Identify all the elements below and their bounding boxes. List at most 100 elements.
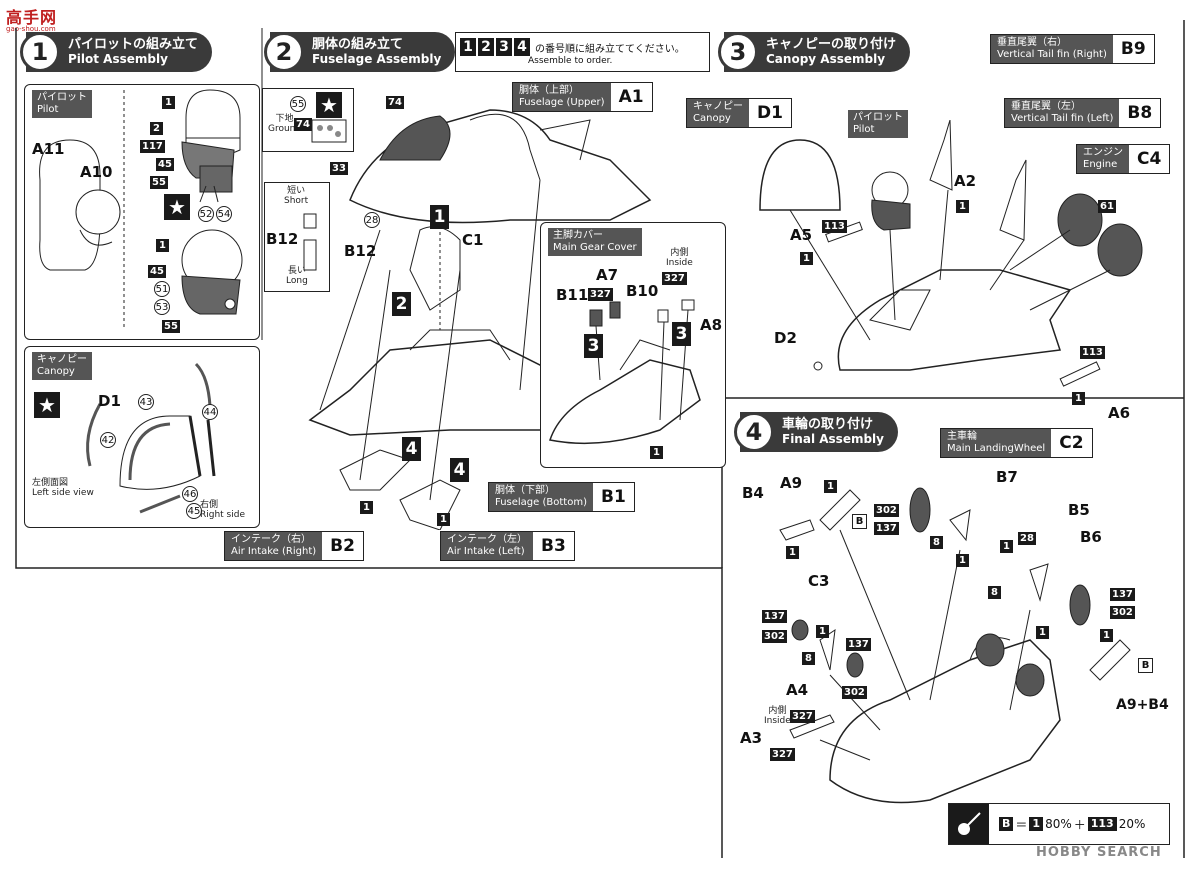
paint-plus: ＋ [1073,817,1086,832]
color-code: 28 [1018,532,1036,545]
color-code: 45 [156,158,174,171]
intake-right-callout: インテーク（右）Air Intake (Right) B2 [224,531,364,561]
part-B4: B4 [742,484,764,502]
part-A11: A11 [32,140,65,158]
site-logo-url: gao-shou.com [6,25,56,33]
step-badge: 4 [450,458,469,482]
part-B9: B9 [1120,39,1146,59]
step-2-title: 2 胴体の組み立て Fuselage Assembly [264,32,456,72]
part-B2: B2 [330,536,355,556]
star-icon: ★ [34,392,60,418]
color-code: 302 [762,630,787,643]
color-code: 327 [770,748,795,761]
color-code: 74 [386,96,404,109]
color-code: 137 [1110,588,1135,601]
color-code: 8 [988,586,1001,599]
color-code: 1 [1036,626,1049,639]
step-badge: 3 [672,322,691,346]
part-A3: A3 [740,729,763,747]
part-B10: B10 [626,282,659,300]
step-3-title-en: Canopy Assembly [766,52,886,66]
color-circle: 52 [198,206,214,222]
part-A7: A7 [596,266,619,284]
part-A5: A5 [790,226,813,244]
pilot-drawing [39,89,243,330]
color-code: 327 [662,272,687,285]
hobby-search-watermark: HOBBY SEARCH [1036,845,1162,860]
order-number: 2 [478,38,494,56]
step-1-title-en: Pilot Assembly [68,52,168,66]
color-code: 1 [816,625,829,638]
color-code: 327 [790,710,815,723]
color-code: B [1138,658,1153,673]
intake-left-callout: インテーク（左）Air Intake (Left) B3 [440,531,575,561]
color-code: 61 [1098,200,1116,213]
color-code: 33 [330,162,348,175]
step-4-title: 4 車輪の取り付け Final Assembly [734,412,898,452]
color-code: 137 [846,638,871,651]
part-A9: A9 [780,474,803,492]
color-code: 55 [150,176,168,189]
color-code: 137 [874,522,899,535]
color-code: 302 [874,504,899,517]
ground-detail [311,119,347,143]
color-code: 1 [1000,540,1013,553]
paint-equals: ＝ [1015,817,1028,832]
paint-mix-formula: B ＝ 1 80% ＋ 113 20% [948,803,1170,845]
color-code: 1 [360,501,373,514]
part-C2: C2 [1059,433,1084,453]
color-code: 1 [650,446,663,459]
color-circle: 44 [202,404,218,420]
color-code: 1 [437,513,450,526]
color-circle: 43 [138,394,154,410]
paint-code: 113 [1087,817,1117,831]
order-note-jp: の番号順に組み立ててください。 [535,43,685,55]
color-code: 1 [800,252,813,265]
color-code: 1 [162,96,175,109]
color-code: 1 [786,546,799,559]
canopy-assembly-drawing [759,120,1143,387]
color-code: 302 [842,686,867,699]
part-B12: B12 [344,242,377,260]
color-code: 2 [150,122,163,135]
order-note-en: Assemble to order. [528,56,613,66]
color-code: 1 [1072,392,1085,405]
color-circle: 51 [154,281,170,297]
b12-pins [303,213,317,271]
color-code: 117 [140,140,165,153]
b12-length-guide [264,182,330,292]
color-code: 113 [1080,346,1105,359]
color-circle: 42 [100,432,116,448]
part-C3: C3 [808,572,830,590]
step-2-title-jp: 胴体の組み立て [312,37,404,52]
part-A1: A1 [618,87,644,107]
color-code: 1 [1100,629,1113,642]
order-number: 3 [496,38,512,56]
part-A4: A4 [786,681,809,699]
step-1-number: 1 [20,32,60,72]
color-circle: 54 [216,206,232,222]
part-D1: D1 [757,103,783,123]
part-A9-B4: A9+B4 [1116,697,1169,713]
part-B8: B8 [1127,103,1153,123]
step-4-title-jp: 車輪の取り付け [782,417,874,432]
step-badge: 3 [584,334,603,358]
site-logo: 高手网 [6,8,58,27]
paint-code: 1 [1029,817,1044,831]
step-2-number: 2 [264,32,304,72]
color-code: 45 [148,265,166,278]
tail-right-callout: 垂直尾翼（右）Vertical Tail fin (Right) B9 [990,34,1155,64]
color-code: 74 [294,118,312,131]
order-number: 1 [460,38,476,56]
part-A2: A2 [954,172,977,190]
